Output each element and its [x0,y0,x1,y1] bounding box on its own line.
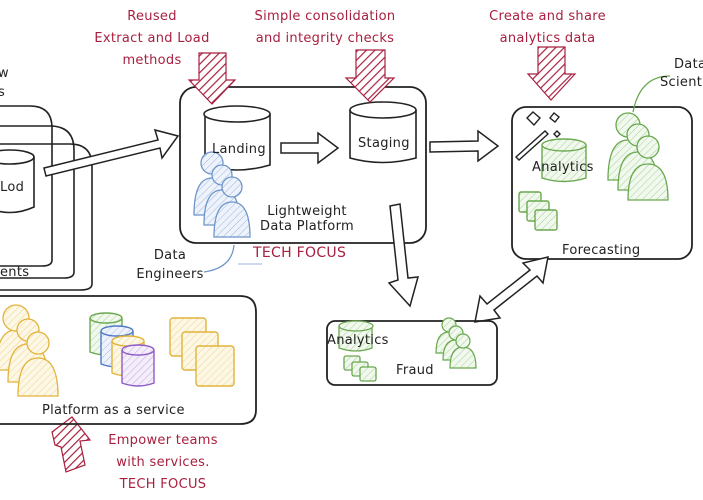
left-cluster-bottom-label: ents [0,265,30,280]
red-arrow-reuse [187,52,237,105]
left-cluster-top-fragment-1: w [0,66,9,81]
forecasting-title: Forecasting [562,243,641,258]
forecasting-analytics-label: Analytics [532,160,594,175]
staging-label: Staging [358,136,410,151]
data-engineers-pointer [203,244,235,273]
annotation-reuse-line-3: methods [122,53,182,68]
fraud-people-icon [435,317,477,369]
arrow-forecasting-fraud [474,255,549,323]
annotation-consolidation-line-1: Simple consolidation [254,9,396,24]
left-cluster-top-fragment-2: s [0,85,6,100]
left-database-icon [0,149,35,214]
arrow-platform-to-fraud [387,203,420,308]
annotation-reuse-line-1: Reused [127,9,177,24]
arrow-source-to-platform [43,128,180,177]
data-engineers-label-line-2: Engineers [136,267,204,282]
cluster-frame-3 [0,143,93,291]
data-scientists-label-line-2: Scientists [660,75,703,90]
platform-title-line-1: Lightweight [267,204,347,219]
arrow-landing-to-staging [280,131,340,165]
forecasting-documents-icon [518,191,558,231]
fraud-analytics-database-icon [338,320,374,352]
platform-title-line-2: Data Platform [260,219,354,234]
staging-database-icon [349,101,417,164]
forecasting-analytics-database-icon [541,138,587,183]
annotation-consolidation-line-2: and integrity checks [255,31,395,46]
fraud-analytics-label: Analytics [327,333,389,348]
paas-title: Platform as a service [42,403,185,418]
cluster-frame-1 [0,105,53,267]
paas-frame [0,295,257,425]
annotation-empower-line-1: Empower teams [108,433,218,448]
arrow-platform-to-forecasting [429,129,500,163]
paas-documents-icon [169,317,235,387]
data-scientists-label-line-1: Data [674,57,703,72]
annotation-reuse-line-2: Extract and Load [94,31,210,46]
annotation-analytics-line-1: Create and share [489,9,606,24]
platform-tech-focus: TECH FOCUS [253,245,347,261]
red-arrow-consolidation [344,49,396,103]
left-database-label: Lod [0,180,25,195]
cluster-frame-2 [0,125,75,279]
landing-label: Landing [212,142,266,157]
annotation-consolidation: Simple consolidation and integrity check… [240,6,410,50]
fraud-title: Fraud [396,363,434,378]
data-engineers-label-line-1: Data [153,248,187,263]
data-scientists-icon [607,112,669,201]
forecasting-frame [511,106,693,260]
annotation-analytics-line-2: analytics data [499,31,596,46]
left-cluster [0,105,93,291]
platform-frame [179,86,427,244]
annotation-analytics: Create and share analytics data [475,6,620,50]
annotation-empower-line-3: TECH FOCUS [119,477,207,492]
annotation-empower-line-2: with services. [116,455,210,470]
fraud-frame [326,320,498,386]
data-scientists-label: Data Scientists [660,56,703,92]
fraud-documents-icon [343,355,377,382]
paas-database-purple-icon [121,344,155,387]
magic-wand-icon [514,111,561,161]
data-engineers-icon [193,151,251,238]
red-arrow-empower [51,416,92,473]
data-engineers-label: Data Engineers [135,246,205,284]
data-scientists-pointer [632,75,671,113]
annotation-reuse: Reused Extract and Load methods [72,6,232,72]
red-arrow-analytics [526,46,577,101]
paas-people-icon [0,304,59,397]
platform-title: Lightweight Data Platform [252,204,362,234]
annotation-empower: Empower teams with services. TECH FOCUS [88,430,238,496]
